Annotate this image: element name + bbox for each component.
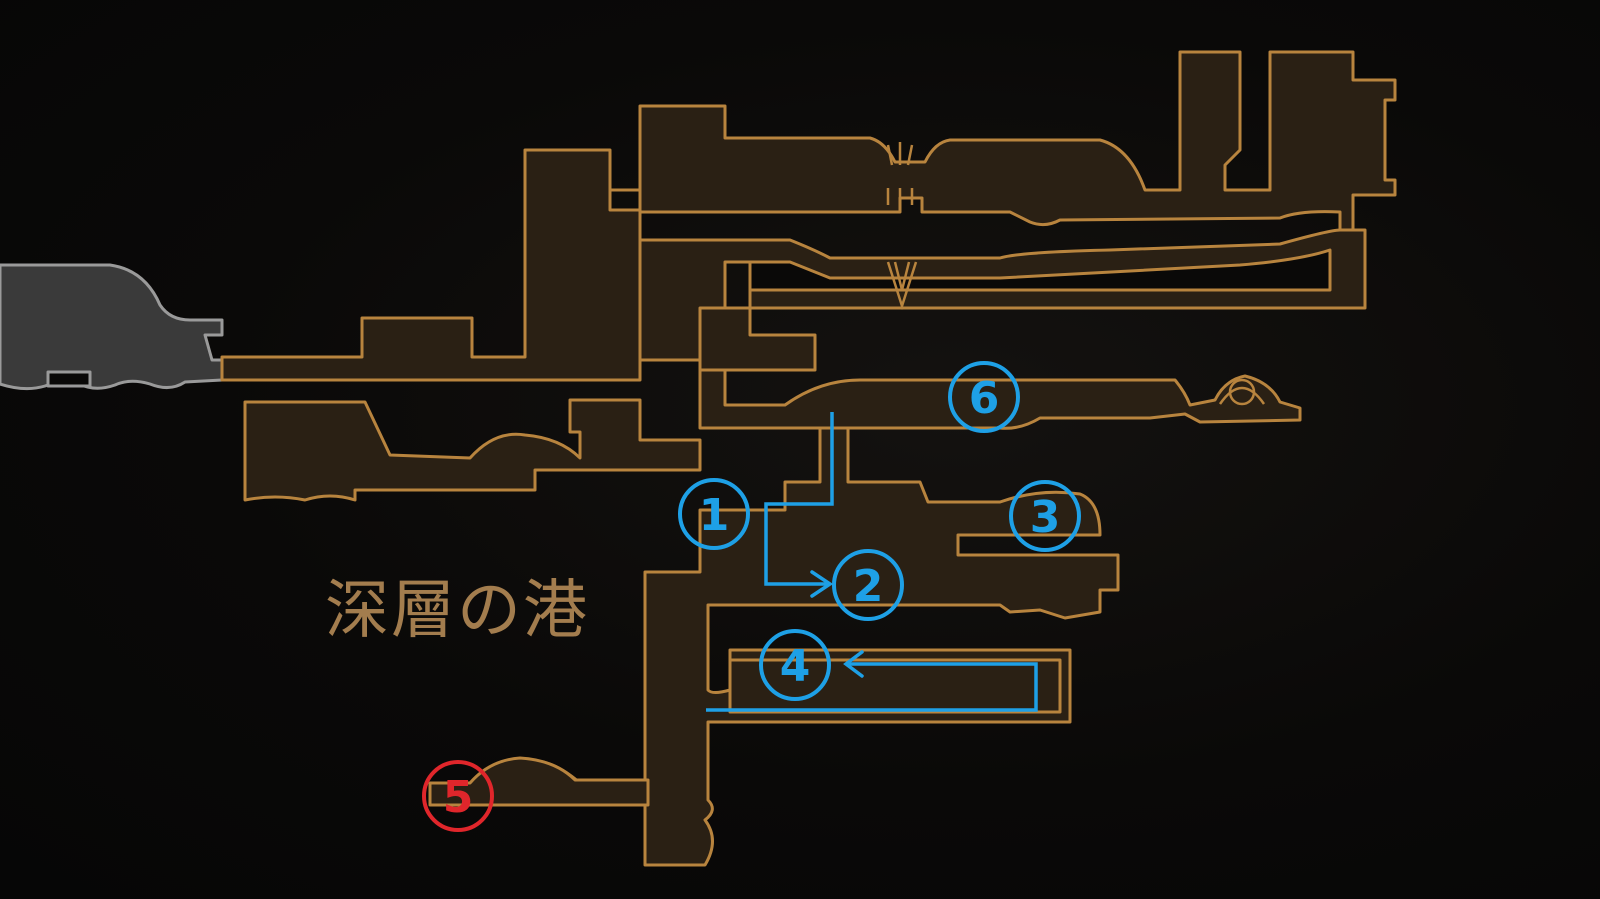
marker-6[interactable]: 6: [948, 361, 1020, 433]
explored-region: [0, 263, 224, 391]
ornament-spike: [886, 261, 918, 311]
area-name-label: 深層の港: [325, 574, 589, 648]
lower-left-wing: [243, 398, 702, 502]
route-line-2: [706, 662, 1038, 712]
marker-3[interactable]: 3: [1009, 480, 1081, 552]
route-line-1: [764, 412, 834, 586]
upper-hall: [608, 50, 1397, 232]
svg-text:5: 5: [443, 772, 474, 823]
gate-ornament: [1218, 378, 1266, 406]
second-band: [638, 228, 1367, 362]
main-corridor: [220, 148, 642, 382]
svg-text:4: 4: [780, 641, 811, 692]
explored-notch: [46, 370, 92, 388]
middle-corridor: [698, 368, 1302, 492]
route-arrow-2: [843, 650, 864, 678]
marker-2[interactable]: 2: [832, 549, 904, 621]
route-arrow-1: [810, 570, 834, 598]
marker-5[interactable]: 5: [422, 760, 494, 832]
svg-text:1: 1: [699, 490, 730, 541]
svg-text:6: 6: [969, 373, 1000, 424]
svg-text:2: 2: [853, 561, 884, 612]
marker-4[interactable]: 4: [759, 629, 831, 701]
ornament-upper: [886, 142, 914, 205]
marker-1[interactable]: 1: [678, 478, 750, 550]
svg-text:3: 3: [1030, 492, 1061, 543]
shaft-alcove: [728, 658, 1062, 714]
